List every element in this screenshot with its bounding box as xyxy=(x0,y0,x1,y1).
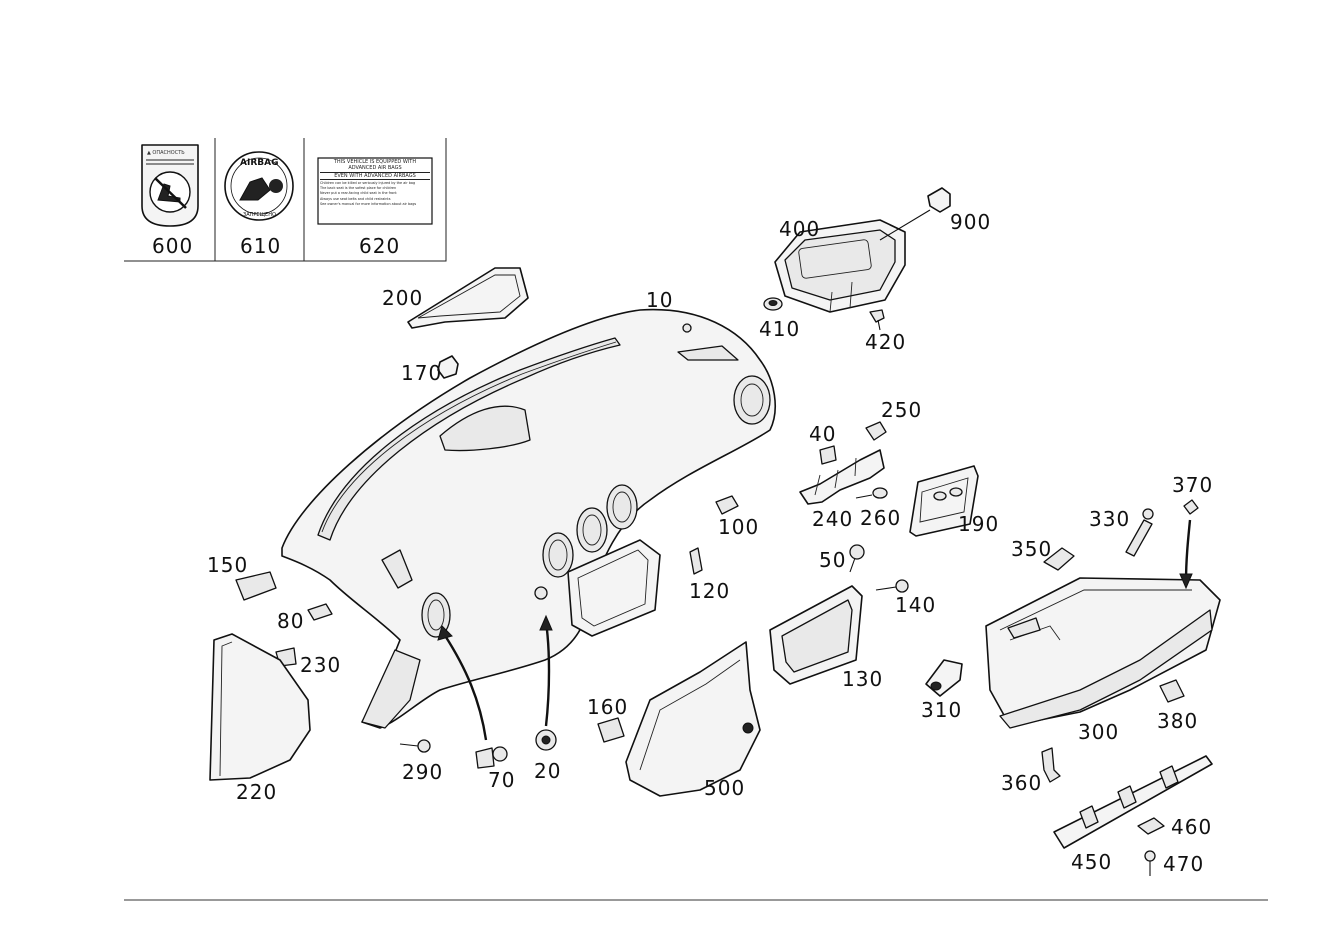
display-frame-130 xyxy=(769,585,863,685)
damper-330 xyxy=(1125,508,1154,557)
screw-470 xyxy=(1144,850,1156,876)
callout-600: 600 xyxy=(152,234,193,258)
callout-240: 240 xyxy=(812,507,853,531)
label-610-sub: ЗАПРЕЩЕНО xyxy=(243,212,276,218)
callout-500: 500 xyxy=(704,776,745,800)
callout-40: 40 xyxy=(809,422,836,446)
label-620-line: Never put a rear-facing child seat in th… xyxy=(320,191,397,196)
callout-900: 900 xyxy=(950,210,991,234)
glove-box-300 xyxy=(985,577,1221,729)
callout-380: 380 xyxy=(1157,709,1198,733)
label-620-line: Children can be killed or seriously inju… xyxy=(320,181,416,185)
clip-80 xyxy=(307,603,333,621)
side-cover-220 xyxy=(209,633,311,781)
warning-label-620: THIS VEHICLE IS EQUIPPED WITH ADVANCED A… xyxy=(317,157,433,225)
rail-450 xyxy=(1053,755,1213,849)
warning-label-table: ▲ ОПАСНОСТЬ 600 AIRBAG ЗАПРЕЩЕНО 610 THI… xyxy=(124,138,447,262)
callout-360: 360 xyxy=(1001,771,1042,795)
callout-220: 220 xyxy=(236,780,277,804)
callout-170: 170 xyxy=(401,361,442,385)
callout-80: 80 xyxy=(277,609,304,633)
callout-100: 100 xyxy=(718,515,759,539)
sensor-170 xyxy=(437,355,459,379)
label-620-line: See owner's manual for more information … xyxy=(320,201,417,206)
callout-250: 250 xyxy=(881,398,922,422)
callout-400: 400 xyxy=(779,217,820,241)
callout-190: 190 xyxy=(958,512,999,536)
callout-460: 460 xyxy=(1171,815,1212,839)
callout-160: 160 xyxy=(587,695,628,719)
callout-20: 20 xyxy=(534,759,561,783)
clip-120 xyxy=(689,547,703,575)
warning-label-610: AIRBAG ЗАПРЕЩЕНО xyxy=(224,151,294,221)
callout-610: 610 xyxy=(240,234,281,258)
switch-310 xyxy=(925,659,963,697)
latch-350 xyxy=(1043,547,1075,571)
vent-part-70 xyxy=(437,625,508,769)
bulb-380 xyxy=(1159,679,1185,703)
callout-230: 230 xyxy=(300,653,341,677)
callout-300: 300 xyxy=(1078,720,1119,744)
label-620-heading: THIS VEHICLE IS EQUIPPED WITH ADVANCED A… xyxy=(333,159,417,171)
dashboard-carrier-10 xyxy=(281,308,776,729)
callout-350: 350 xyxy=(1011,537,1052,561)
display-unit-400 xyxy=(774,219,906,313)
trim-strip-200 xyxy=(407,267,529,329)
vent-part-20 xyxy=(535,614,557,751)
console-trim-500 xyxy=(625,641,761,797)
bracket-150 xyxy=(235,571,277,601)
callout-470: 470 xyxy=(1163,852,1204,876)
screw-50 xyxy=(849,544,865,573)
clip-370 xyxy=(1179,499,1199,590)
screw-260 xyxy=(855,487,888,499)
callout-140: 140 xyxy=(895,593,936,617)
switch-160 xyxy=(597,717,625,743)
callout-420: 420 xyxy=(865,330,906,354)
callout-330: 330 xyxy=(1089,507,1130,531)
callout-450: 450 xyxy=(1071,850,1112,874)
callout-260: 260 xyxy=(860,506,901,530)
screw-140 xyxy=(875,579,909,593)
screw-360 xyxy=(1041,747,1061,783)
callout-120: 120 xyxy=(689,579,730,603)
callout-410: 410 xyxy=(759,317,800,341)
callout-50: 50 xyxy=(819,548,846,572)
callout-620: 620 xyxy=(359,234,400,258)
callout-370: 370 xyxy=(1172,473,1213,497)
warning-label-600: ▲ ОПАСНОСТЬ xyxy=(141,144,199,227)
label-610-badge: AIRBAG xyxy=(240,158,278,168)
callout-130: 130 xyxy=(842,667,883,691)
label-620-line: The back seat is the safest place for ch… xyxy=(320,186,397,191)
connector-900 xyxy=(879,187,951,241)
switch-panel-190 xyxy=(909,465,979,537)
nut-410 xyxy=(763,297,783,311)
callout-70: 70 xyxy=(488,768,515,792)
clip-100 xyxy=(715,495,739,515)
screw-290 xyxy=(399,739,431,753)
label-600-heading: ▲ ОПАСНОСТЬ xyxy=(147,150,185,156)
screw-420 xyxy=(869,309,885,331)
callout-200: 200 xyxy=(382,286,423,310)
bracket-240 xyxy=(799,421,887,505)
nut-460 xyxy=(1137,817,1165,835)
callout-10: 10 xyxy=(646,288,673,312)
label-620-line: Always use seat belts and child restrain… xyxy=(320,196,391,201)
callout-310: 310 xyxy=(921,698,962,722)
label-620-subheading: EVEN WITH ADVANCED AIRBAGS xyxy=(320,172,430,180)
callout-150: 150 xyxy=(207,553,248,577)
callout-290: 290 xyxy=(402,760,443,784)
